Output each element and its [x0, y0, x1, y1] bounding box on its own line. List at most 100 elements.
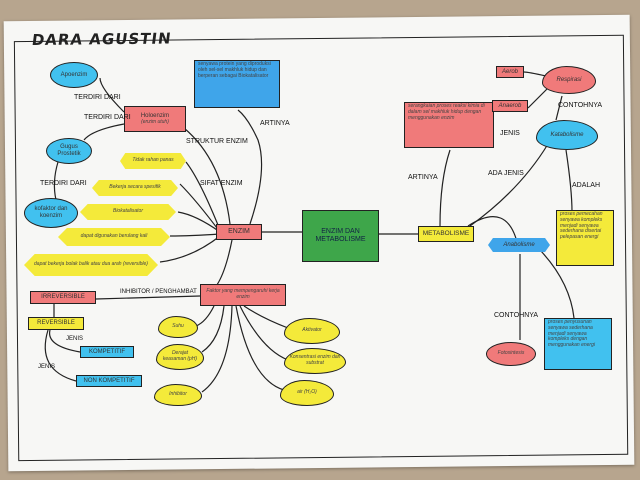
line-meta-definition: [439, 149, 451, 227]
katabolisme-text: Katabolisme: [550, 131, 584, 138]
node-sifat-4: dapat digunakan berulang kali: [58, 228, 170, 246]
enzim-text: ENZIM: [228, 227, 250, 235]
label-jenis-1: JENIS: [66, 336, 84, 342]
node-holoenzim: Holoenzim (enzim utuh): [124, 106, 186, 132]
line-enzim-holoenzim: [183, 127, 231, 225]
node-reversible: REVERSIBLE: [28, 317, 84, 330]
anabolisme-text: Anabolisme: [503, 241, 535, 248]
kata-desc-text: proses pemecahan senyawa kompleks menjad…: [560, 211, 603, 240]
kofaktor-text: kofaktor dan koenzim: [34, 206, 68, 219]
node-kompetitif: KOMPETITIF: [80, 346, 134, 358]
nonkompetitif-text: NON KOMPETITIF: [83, 377, 135, 384]
node-ana-desc: proses penyusunan senyawa sederhana menj…: [544, 318, 612, 370]
line-enzim-definition: [237, 109, 263, 225]
aerob-text: Aerob: [501, 68, 518, 75]
central-text: ENZIM DAN METABOLISME: [315, 227, 366, 243]
line-faktor-konsentrasi: [239, 305, 289, 361]
meta-definition-text: serangkaian proses reaksi kimia di dalam…: [408, 103, 485, 121]
line-kata-respirasi: [555, 95, 563, 121]
node-faktor-air: air (H₂O): [280, 380, 334, 406]
node-metabolisme: METABOLISME: [418, 226, 474, 242]
fotosintesis-text: Fotosintesis: [497, 350, 525, 357]
sifat-1-text: Tidak rahan panas: [132, 157, 174, 164]
node-anaerob: Anaerob: [492, 100, 528, 112]
line-resp-aerob: [523, 71, 547, 77]
faktor-text: Faktor yang mempengaruhi kerja enzim: [206, 288, 280, 300]
line-kata-desc: [565, 149, 573, 213]
label-jenis-2: JENIS: [38, 364, 56, 370]
label-meta-artinya: ARTINYA: [408, 174, 438, 181]
node-irreversible: IRREVERSIBLE: [30, 291, 96, 304]
line-gugus-kofaktor: [53, 161, 59, 201]
label-terdiri-dari-3: TERDIRI DARI: [40, 180, 87, 187]
node-sifat-3: Biokatalisator: [80, 204, 176, 220]
anaerob-text: Anaerob: [498, 102, 522, 109]
line-sifat-5: [159, 235, 221, 263]
ana-desc-text: proses penyusunan senyawa sederhana menj…: [548, 319, 595, 348]
reversible-text: REVERSIBLE: [37, 320, 75, 327]
sifat-2-text: Bekerja secara spesifik: [109, 184, 161, 191]
line-holo-apo: [99, 77, 125, 113]
line-inhibitor: [95, 295, 201, 300]
line-faktor-air: [235, 305, 285, 391]
node-faktor: Faktor yang mempengaruhi kerja enzim: [200, 284, 286, 306]
node-faktor-inhibitor: Inhibitor: [154, 384, 202, 406]
line-sifat-1: [185, 161, 221, 231]
irreversible-text: IRREVERSIBLE: [41, 294, 85, 301]
line-faktor-aktivator: [243, 305, 289, 329]
line-rev-kompetitif: [48, 329, 81, 353]
node-enzim-definition: senyawa protein yang diproduksi oleh sel…: [194, 60, 280, 108]
node-central: ENZIM DAN METABOLISME: [302, 210, 379, 262]
holoenzim-text: Holoenzim: [140, 112, 170, 119]
label-inhibitor: INHIBITOR / PENGHAMBAT: [120, 289, 197, 295]
label-enzim-artinya: ARTINYA: [260, 120, 290, 127]
node-fotosintesis: Fotosintesis: [486, 342, 536, 366]
node-faktor-suhu: Suhu: [158, 316, 198, 338]
line-faktor-ph: [201, 305, 225, 353]
enzim-definition-text: senyawa protein yang diproduksi oleh sel…: [198, 61, 271, 79]
line-resp-anaerob: [527, 87, 549, 109]
node-enzim: ENZIM: [216, 224, 262, 240]
sifat-3-text: Biokatalisator: [112, 208, 143, 215]
label-contohnya-2: CONTOHNYA: [494, 312, 539, 319]
metabolisme-text: METABOLISME: [422, 230, 470, 238]
node-gugus-prostetik: Gugus Prostetik: [46, 138, 92, 164]
node-kata-desc: proses pemecahan senyawa kompleks menjad…: [556, 210, 614, 266]
label-terdiri-dari-2: TERDIRI DARI: [84, 114, 131, 121]
line-sifat-2: [179, 183, 221, 233]
line-rev-nonkompetitif: [44, 329, 77, 382]
faktor-konsentrasi-text: Konsentrasi enzim dan substrat: [289, 354, 341, 366]
line-meta-katabolisme: [469, 143, 549, 227]
faktor-inhibitor-text: Inhibitor: [169, 391, 187, 398]
line-ana-desc: [539, 249, 575, 319]
node-sifat-2: Bekerja secara spesifik: [92, 180, 178, 196]
node-sifat-1: Tidak rahan panas: [120, 153, 186, 169]
faktor-suhu-text: Suhu: [172, 323, 184, 330]
node-kofaktor: kofaktor dan koenzim: [24, 198, 78, 228]
node-katabolisme: Katabolisme: [536, 120, 598, 150]
line-sifat-4: [169, 233, 221, 237]
node-faktor-ph: Derajat keasaman (pH): [156, 344, 204, 370]
label-contohnya-1: CONTOHNYA: [558, 102, 603, 109]
sifat-4-text: dapat digunakan berulang kali: [80, 233, 148, 240]
label-struktur-enzim: STRUKTUR ENZIM: [186, 138, 248, 145]
node-meta-definition: serangkaian proses reaksi kimia di dalam…: [404, 102, 494, 148]
line-faktor-inhibitor: [201, 305, 233, 393]
node-respirasi: Respirasi: [542, 66, 596, 94]
node-faktor-konsentrasi: Konsentrasi enzim dan substrat: [284, 348, 346, 374]
apoenzim-text: Apoenzim: [60, 71, 88, 78]
node-anabolisme: Anabolisme: [488, 238, 550, 252]
line-holo-gugus: [83, 123, 125, 141]
label-adalah: ADALAH: [572, 182, 601, 189]
node-faktor-aktivator: Aktivator: [284, 318, 340, 344]
label-kata-jenis: JENIS: [500, 130, 520, 137]
node-sifat-5: dapat bekerja bolak balik atau dua arah …: [24, 254, 158, 276]
label-ada-jenis: ADA JENIS: [488, 170, 524, 177]
line-faktor-suhu: [195, 305, 215, 327]
kompetitif-text: KOMPETITIF: [89, 348, 125, 355]
node-aerob: Aerob: [496, 66, 524, 78]
gugus-text: Gugus Prostetik: [57, 144, 81, 157]
label-terdiri-dari-1: TERDIRI DARI: [74, 94, 121, 101]
